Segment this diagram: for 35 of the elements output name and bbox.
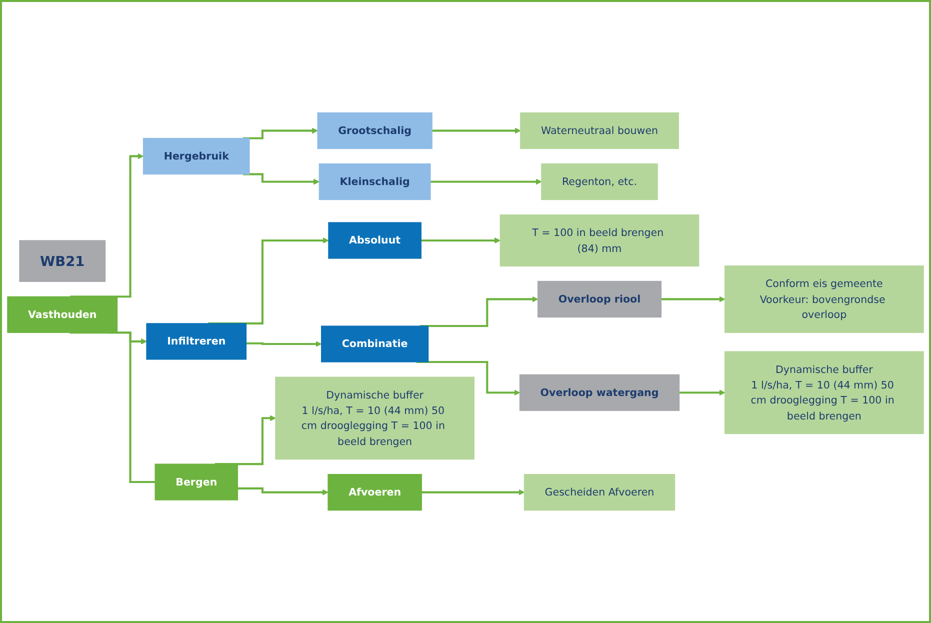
- arrow: [208, 237, 329, 324]
- arrow: [422, 489, 525, 496]
- node-box: Dynamische buffer 1 l/s/ha, T = 10 (44 mm) 50 cm drooglegging T = 100 in beeld brengen: [275, 376, 474, 460]
- node-box: Afvoeren: [328, 474, 422, 511]
- arrow: [70, 153, 144, 298]
- connector: [70, 332, 156, 484]
- arrow: [246, 340, 322, 347]
- arrow: [421, 237, 500, 244]
- node-box: WB21: [19, 240, 106, 282]
- node-box: Conform eis gemeente Voorkeur: bovengrondse overloop: [724, 265, 924, 333]
- node-box: Combinatie: [321, 326, 429, 362]
- node-box: Bergen: [154, 464, 238, 500]
- arrow: [242, 128, 318, 140]
- arrow: [430, 178, 542, 185]
- arrow: [238, 487, 328, 496]
- arrow: [679, 390, 726, 396]
- node-box: Dynamische buffer 1 l/s/ha, T = 10 (44 mm) 50 cm drooglegging T = 100 in beeld brengen: [724, 351, 924, 434]
- node-box: Absoluut: [328, 222, 422, 259]
- arrow: [420, 296, 538, 328]
- node-box: Kleinschalig: [318, 163, 431, 200]
- node-box: Waterneutraal bouwen: [520, 112, 679, 150]
- node-box: Regenton, etc.: [541, 163, 658, 200]
- node-box: Overloop riool: [537, 280, 662, 318]
- arrow: [661, 296, 726, 302]
- node-box: Vasthouden: [7, 296, 118, 333]
- node-box: Grootschalig: [317, 112, 432, 150]
- arrow: [242, 173, 320, 185]
- node-box: T = 100 in beeld brengen (84) mm: [500, 214, 700, 266]
- node-box: Overloop watergang: [519, 374, 680, 411]
- arrow: [416, 360, 520, 396]
- arrow: [432, 128, 521, 134]
- node-box: Hergebruik: [142, 138, 250, 175]
- node-box: Infiltreren: [146, 323, 247, 360]
- node-box: Gescheiden Afvoeren: [524, 474, 676, 511]
- arrow: [214, 415, 276, 466]
